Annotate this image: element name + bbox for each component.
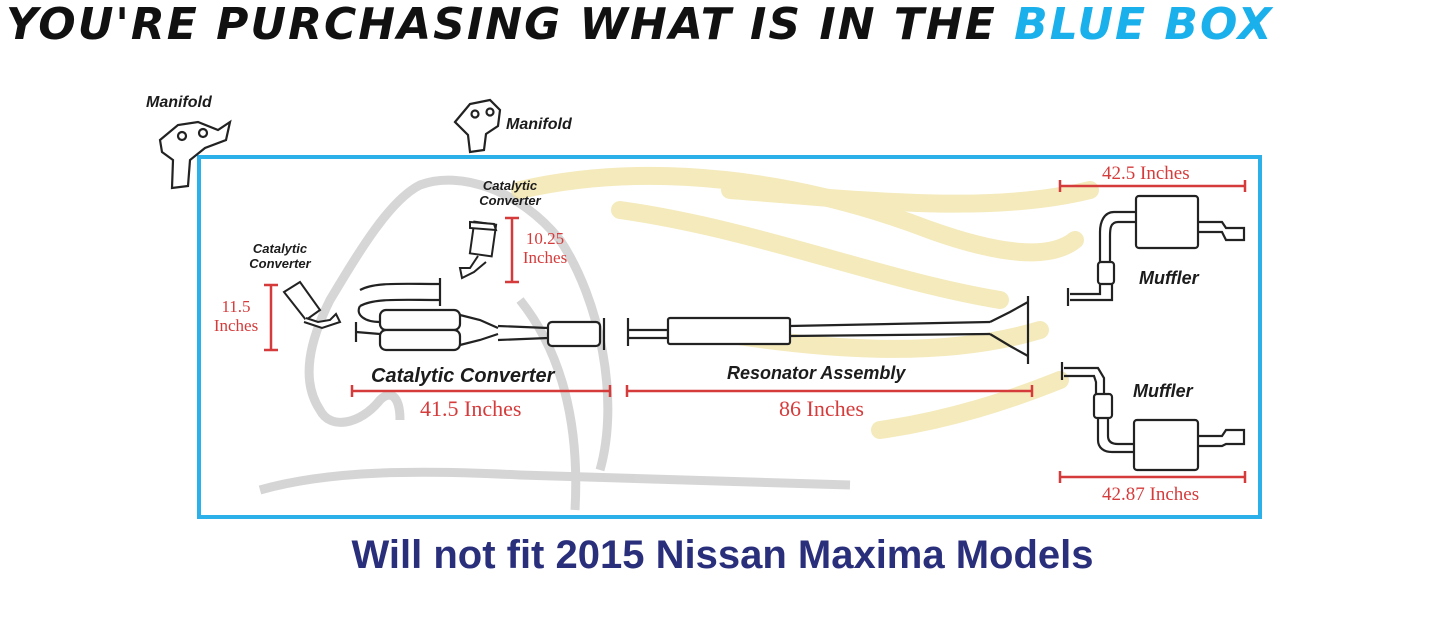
cat-left-icon (282, 280, 342, 330)
cat-upper-height-dimension (505, 216, 519, 284)
cat-left-height-dimension (264, 283, 278, 352)
resonator-assembly-drawing (626, 296, 1030, 364)
muffler-top-label: Muffler (1139, 268, 1199, 288)
muffler-top-length-dimension (1058, 180, 1247, 192)
muffler-bottom-drawing (1060, 362, 1246, 472)
cat-left-label-line2: Converter (249, 256, 311, 271)
manifold-right-label: Manifold (506, 116, 572, 133)
resonator-length-dimension (625, 385, 1034, 397)
cat-left-label-line1: Catalytic (252, 241, 308, 256)
resonator-assembly-label: Resonator Assembly (727, 363, 906, 383)
cat-left-height-unit: Inches (213, 316, 259, 335)
muffler-bottom-length-label: 42.87 Inches (1102, 484, 1200, 505)
cat-upper-height-value: 10.25 (525, 229, 565, 248)
muffler-top-length-label: 42.5 Inches (1102, 163, 1190, 184)
front-pipe-assembly (354, 278, 606, 352)
cat-upper-height-unit: Inches (522, 248, 568, 267)
cat-upper-label-line2: Converter (479, 193, 541, 208)
cat-upper-label-line1: Catalytic (482, 178, 538, 193)
cat-upper-height-label: 10.25 Inches (514, 229, 576, 267)
cat-left-height-value: 11.5 (221, 297, 251, 316)
muffler-bottom-length-dimension (1058, 471, 1247, 483)
cat-upper-label: Catalytic Converter (470, 178, 550, 208)
resonator-length-label: 86 Inches (779, 396, 864, 421)
muffler-bottom-label: Muffler (1133, 381, 1193, 401)
cat-left-height-label: 11.5 Inches (204, 297, 268, 335)
cat-left-label: Catalytic Converter (236, 241, 324, 271)
cat-upper-icon (458, 220, 498, 280)
cat-converter-length-label: 41.5 Inches (420, 396, 522, 421)
cat-converter-length-dimension (350, 385, 612, 397)
muffler-top-drawing (1066, 194, 1246, 306)
catalytic-converter-label: Catalytic Converter (371, 365, 555, 387)
blue-box-frame (197, 155, 1262, 519)
headline-prefix: YOU'RE PURCHASING WHAT IS IN THE (6, 0, 997, 50)
headline: YOU'RE PURCHASING WHAT IS IN THE BLUE BO… (6, 0, 1274, 50)
manifold-left-icon (158, 119, 232, 190)
manifold-left-label: Manifold (146, 94, 212, 111)
fitment-warning: Will not fit 2015 Nissan Maxima Models (351, 533, 1094, 577)
manifold-right-icon (453, 98, 502, 154)
headline-accent: BLUE BOX (1014, 0, 1274, 50)
